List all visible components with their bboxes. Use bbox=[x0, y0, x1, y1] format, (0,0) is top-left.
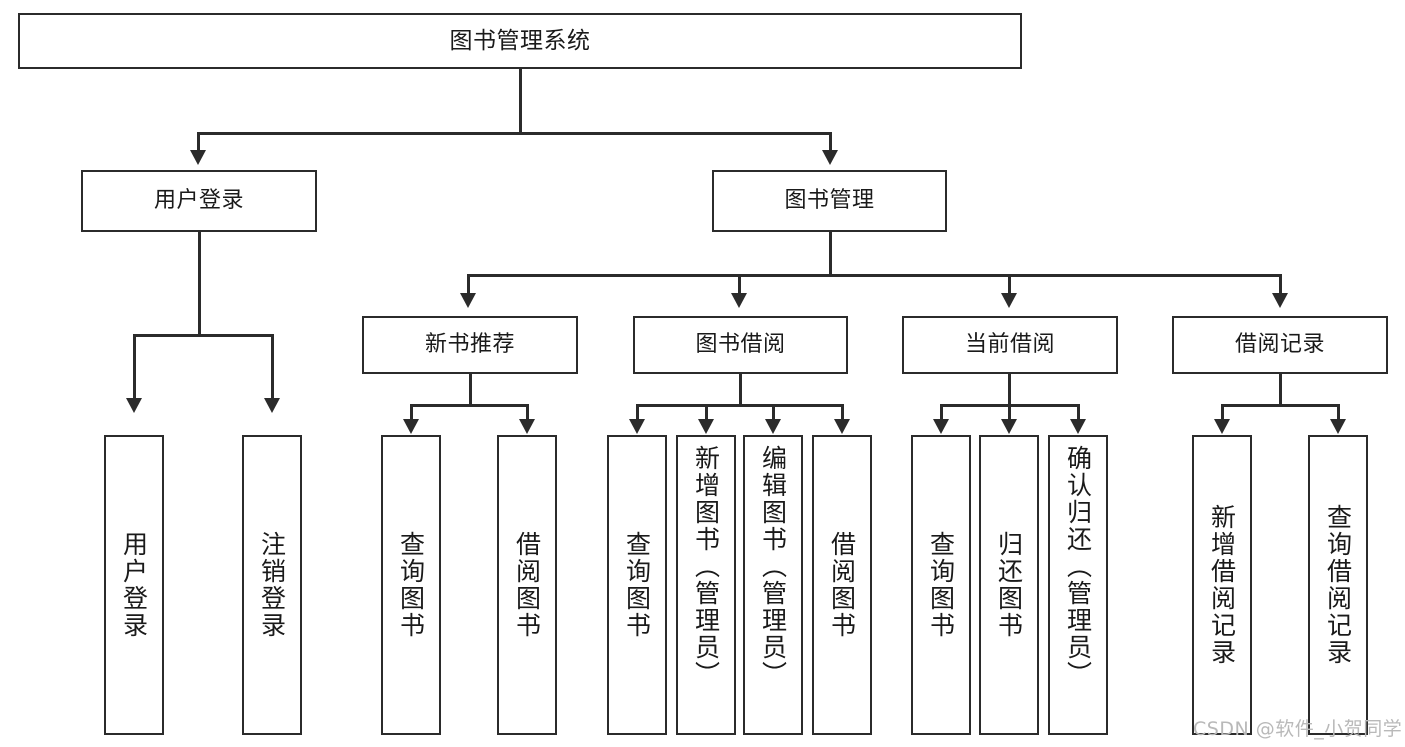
arrow-current-borrow-leaf-1 bbox=[933, 419, 949, 434]
connector-user-login-branch-2 bbox=[271, 334, 274, 401]
node-label: 新增图书（管理员） bbox=[691, 445, 721, 688]
connector-book-borrow-branch-3 bbox=[772, 404, 775, 422]
connector-user-login-bus bbox=[134, 334, 273, 337]
connector-book-manage-branch-4 bbox=[1279, 274, 1282, 296]
leaf-record-query[interactable]: 查询借阅记录 bbox=[1308, 435, 1368, 735]
node-label: 新增借阅记录 bbox=[1207, 504, 1237, 666]
arrow-current-borrow-leaf-2 bbox=[1001, 419, 1017, 434]
connector-borrow-record-stem bbox=[1279, 374, 1282, 406]
arrow-user-login-leaf-2 bbox=[264, 398, 280, 413]
leaf-borrow-query-book[interactable]: 查询图书 bbox=[607, 435, 667, 735]
connector-borrow-record-bus bbox=[1222, 404, 1339, 407]
leaf-borrow-borrow-book[interactable]: 借阅图书 bbox=[812, 435, 872, 735]
connector-book-borrow-stem bbox=[739, 374, 742, 406]
node-label: 用户登录 bbox=[153, 188, 244, 214]
arrow-current-borrow-leaf-3 bbox=[1070, 419, 1086, 434]
arrow-borrow-record-leaf-1 bbox=[1214, 419, 1230, 434]
node-label: 当前借阅 bbox=[964, 332, 1055, 358]
connector-book-borrow-branch-2 bbox=[705, 404, 708, 422]
connector-borrow-record-branch-1 bbox=[1221, 404, 1224, 422]
node-label: 借阅记录 bbox=[1234, 332, 1325, 358]
arrow-root-to-user-login bbox=[190, 150, 206, 165]
arrow-to-borrow-record bbox=[1272, 293, 1288, 308]
leaf-current-confirm-return-admin[interactable]: 确认归还（管理员） bbox=[1048, 435, 1108, 735]
leaf-borrow-edit-book-admin[interactable]: 编辑图书（管理员） bbox=[743, 435, 803, 735]
connector-new-book-branch-2 bbox=[526, 404, 529, 422]
connector-root-bus bbox=[198, 132, 832, 135]
leaf-record-add[interactable]: 新增借阅记录 bbox=[1192, 435, 1252, 735]
connector-current-borrow-stem bbox=[1008, 374, 1011, 406]
node-label: 确认归还（管理员） bbox=[1063, 445, 1093, 688]
node-label: 图书管理系统 bbox=[449, 27, 591, 54]
arrow-user-login-leaf-1 bbox=[126, 398, 142, 413]
arrow-to-book-borrow bbox=[731, 293, 747, 308]
node-label: 归还图书 bbox=[994, 531, 1024, 639]
connector-book-borrow-branch-4 bbox=[841, 404, 844, 422]
node-label: 注销登录 bbox=[257, 531, 287, 639]
leaf-new-book-query[interactable]: 查询图书 bbox=[381, 435, 441, 735]
leaf-current-query-book[interactable]: 查询图书 bbox=[911, 435, 971, 735]
leaf-user-login[interactable]: 用户登录 bbox=[104, 435, 164, 735]
node-user-login[interactable]: 用户登录 bbox=[81, 170, 317, 232]
node-label: 新书推荐 bbox=[424, 332, 515, 358]
connector-root-to-user-login bbox=[197, 132, 200, 154]
node-label: 图书借阅 bbox=[695, 332, 786, 358]
connector-book-manage-stem bbox=[829, 232, 832, 276]
leaf-new-book-borrow[interactable]: 借阅图书 bbox=[497, 435, 557, 735]
arrow-book-borrow-leaf-3 bbox=[765, 419, 781, 434]
leaf-logout-login[interactable]: 注销登录 bbox=[242, 435, 302, 735]
connector-user-login-branch-1 bbox=[133, 334, 136, 401]
connector-root-stem bbox=[519, 69, 522, 134]
connector-book-borrow-branch-1 bbox=[636, 404, 639, 422]
connector-current-borrow-branch-2 bbox=[1008, 404, 1011, 422]
connector-user-login-stem bbox=[198, 232, 201, 336]
node-label: 查询图书 bbox=[622, 531, 652, 639]
node-label: 用户登录 bbox=[119, 531, 149, 639]
arrow-borrow-record-leaf-2 bbox=[1330, 419, 1346, 434]
node-new-book-recommendation[interactable]: 新书推荐 bbox=[362, 316, 578, 374]
connector-new-book-bus bbox=[411, 404, 528, 407]
connector-book-manage-branch-3 bbox=[1008, 274, 1011, 296]
arrow-new-book-leaf-1 bbox=[403, 419, 419, 434]
node-book-management-system[interactable]: 图书管理系统 bbox=[18, 13, 1022, 69]
arrow-book-borrow-leaf-1 bbox=[629, 419, 645, 434]
node-current-borrow[interactable]: 当前借阅 bbox=[902, 316, 1118, 374]
node-label: 借阅图书 bbox=[827, 531, 857, 639]
arrow-root-to-book-manage bbox=[822, 150, 838, 165]
connector-current-borrow-branch-1 bbox=[940, 404, 943, 422]
connector-new-book-branch-1 bbox=[410, 404, 413, 422]
node-book-management[interactable]: 图书管理 bbox=[712, 170, 947, 232]
connector-borrow-record-branch-2 bbox=[1337, 404, 1340, 422]
connector-current-borrow-branch-3 bbox=[1077, 404, 1080, 422]
arrow-new-book-leaf-2 bbox=[519, 419, 535, 434]
node-borrow-record[interactable]: 借阅记录 bbox=[1172, 316, 1388, 374]
connector-book-manage-branch-1 bbox=[467, 274, 470, 296]
connector-root-to-book-manage bbox=[829, 132, 832, 154]
node-label: 编辑图书（管理员） bbox=[758, 445, 788, 688]
arrow-book-borrow-leaf-4 bbox=[834, 419, 850, 434]
node-label: 借阅图书 bbox=[512, 531, 542, 639]
arrow-to-current-borrow bbox=[1001, 293, 1017, 308]
connector-book-borrow-bus bbox=[637, 404, 843, 407]
arrow-book-borrow-leaf-2 bbox=[698, 419, 714, 434]
node-book-borrow[interactable]: 图书借阅 bbox=[633, 316, 848, 374]
arrow-to-new-book-rec bbox=[460, 293, 476, 308]
connector-book-manage-bus bbox=[468, 274, 1282, 277]
connector-new-book-stem bbox=[469, 374, 472, 406]
leaf-current-return-book[interactable]: 归还图书 bbox=[979, 435, 1039, 735]
node-label: 图书管理 bbox=[784, 188, 875, 214]
node-label: 查询图书 bbox=[396, 531, 426, 639]
node-label: 查询借阅记录 bbox=[1323, 504, 1353, 666]
connector-book-manage-branch-2 bbox=[738, 274, 741, 296]
node-label: 查询图书 bbox=[926, 531, 956, 639]
leaf-borrow-add-book-admin[interactable]: 新增图书（管理员） bbox=[676, 435, 736, 735]
